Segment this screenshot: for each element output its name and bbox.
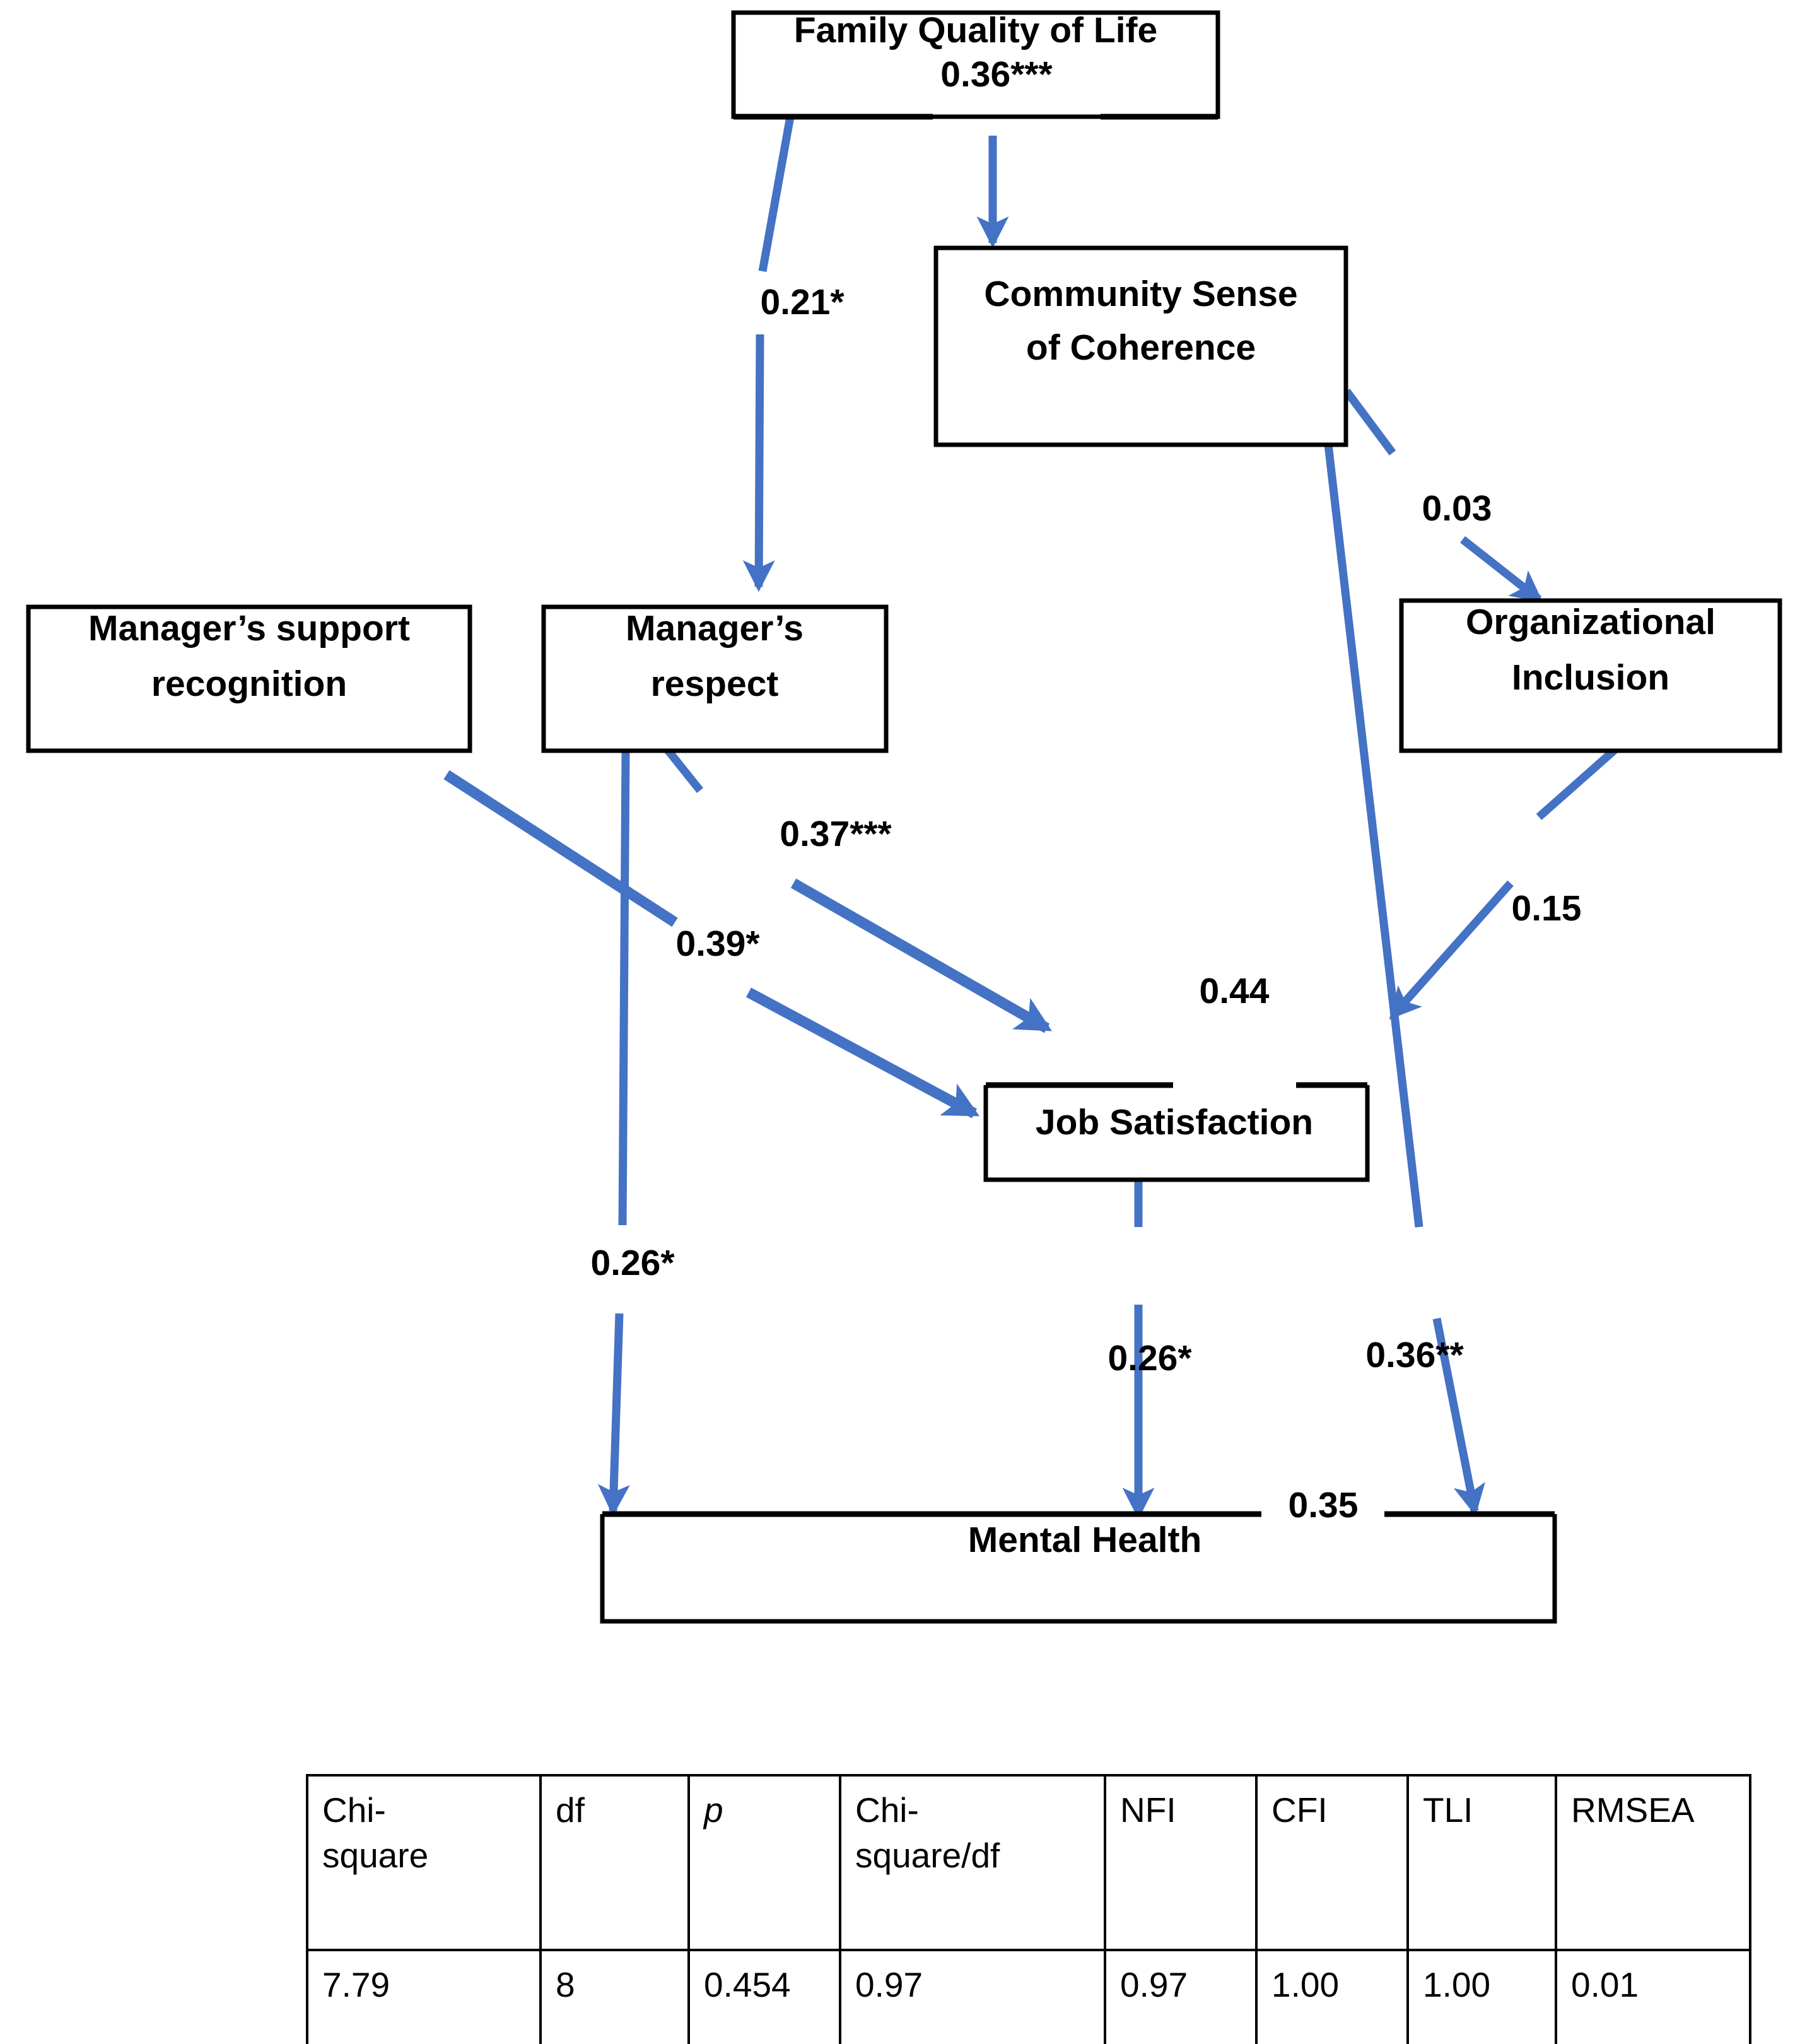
- variance-label-job-satisfaction: 0.44: [1200, 971, 1270, 1011]
- node-managers-support-recognition: Manager’s support recognition: [26, 604, 472, 753]
- path-csoc-to-inclusion-lower: [1459, 536, 1543, 603]
- node-label-organizational-inclusion-line1: Organizational: [1466, 602, 1716, 642]
- coefficient-label-inclusion-job-satisfaction: 0.15: [1512, 888, 1582, 929]
- table-cell-chi-square-value: 7.79: [306, 1949, 542, 2044]
- path-managers-respect-to-mental-health-lower: [597, 1313, 630, 1517]
- coefficient-label-job-satisfaction-mental-health: 0.26*: [1108, 1338, 1192, 1378]
- table-header-p: p: [687, 1774, 841, 1951]
- node-job-satisfaction: Job Satisfaction: [983, 1082, 1370, 1182]
- table-header-chi-square-df: Chi- square/df: [839, 1774, 1106, 1951]
- variance-label-mental-health: 0.35: [1289, 1485, 1359, 1525]
- coefficient-label-fql-managers-respect: 0.21*: [760, 282, 845, 322]
- table-header-chi-square: Chi- square: [306, 1774, 542, 1951]
- table-header-row: Chi- square df p Chi- square/df NFI CFI: [306, 1774, 1751, 1951]
- path-managers-respect-to-mental-health-upper: [618, 751, 630, 1226]
- node-label-support-recognition-line1: Manager’s support: [88, 608, 410, 649]
- table-cell-nfi-value: 0.97: [1104, 1949, 1258, 2044]
- table-cell-tli-value: 1.00: [1406, 1949, 1557, 2044]
- node-label-job-satisfaction: Job Satisfaction: [1036, 1102, 1313, 1142]
- path-inclusion-to-job-satisfaction-lower: [1389, 880, 1514, 1020]
- node-organizational-inclusion: Organizational Inclusion: [1399, 598, 1782, 753]
- table-header-chi-square-line1: Chi-: [322, 1790, 386, 1830]
- node-managers-respect: Manager’s respect: [541, 604, 889, 753]
- coefficient-label-support-recognition-job-satisfaction: 0.39*: [675, 924, 760, 964]
- path-fql-to-managers-respect: [758, 115, 795, 273]
- node-label-managers-respect-line2: respect: [651, 664, 779, 704]
- coefficient-label-fql-csoc: 0.36***: [940, 54, 1053, 95]
- model-fit-table: Chi- square df p Chi- square/df NFI CFI: [306, 1774, 1751, 2044]
- coefficient-label-managers-respect-job-satisfaction: 0.37***: [780, 814, 892, 854]
- path-inclusion-to-job-satisfaction-upper: [1536, 741, 1624, 820]
- table-value-row: 7.79 8 0.454 0.97 0.97 1.00 1.00 0.01: [306, 1949, 1751, 2044]
- path-csoc-to-mental-health-lower: [1432, 1317, 1485, 1517]
- path-support-recognition-to-job-satisfaction-upper: [443, 770, 678, 927]
- table-header-nfi: NFI: [1104, 1774, 1258, 1951]
- table-header-chi-square-df-line2: square/df: [855, 1835, 1000, 1875]
- table-header-chi-square-df-line1: Chi-: [855, 1790, 919, 1830]
- table-cell-chi-square-df-value: 0.97: [839, 1949, 1106, 2044]
- node-label-managers-respect-line1: Manager’s: [626, 608, 804, 649]
- path-managers-respect-to-job-satisfaction: [790, 878, 1052, 1033]
- node-label-family-quality-of-life: Family Quality of Life: [794, 10, 1157, 50]
- table-header-df: df: [539, 1774, 690, 1951]
- path-csoc-to-mental-health: [1324, 444, 1423, 1228]
- path-csoc-to-inclusion-upper: [1343, 389, 1396, 455]
- node-community-sense-of-coherence: Community Sense of Coherence: [933, 245, 1348, 447]
- table-cell-cfi-value: 1.00: [1255, 1949, 1409, 2044]
- table-cell-df-value: 8: [539, 1949, 690, 2044]
- table-header-rmsea: RMSEA: [1555, 1774, 1751, 1951]
- path-fql-to-managers-respect-lower: [742, 334, 775, 592]
- node-label-community-sense-line2: of Coherence: [1026, 327, 1256, 368]
- path-managers-respect-to-job-satisfaction-stub: [663, 746, 704, 794]
- table-header-chi-square-line2: square: [322, 1835, 429, 1875]
- coefficient-label-managers-respect-mental-health: 0.26*: [590, 1243, 675, 1283]
- node-label-community-sense-line1: Community Sense: [984, 274, 1297, 314]
- table-header-cfi: CFI: [1255, 1774, 1409, 1951]
- node-mental-health: Mental Health: [600, 1511, 1557, 1624]
- node-label-support-recognition-line2: recognition: [151, 664, 347, 704]
- node-label-organizational-inclusion-line2: Inclusion: [1512, 657, 1669, 698]
- table-cell-rmsea-value: 0.01: [1555, 1949, 1751, 2044]
- table-header-tli: TLI: [1406, 1774, 1557, 1951]
- node-label-mental-health: Mental Health: [968, 1520, 1202, 1560]
- node-family-quality-of-life: Family Quality of Life: [731, 10, 1220, 120]
- table-cell-p-value: 0.454: [687, 1949, 841, 2044]
- coefficient-label-csoc-inclusion: 0.03: [1422, 488, 1492, 529]
- path-support-recognition-to-job-satisfaction-lower: [745, 987, 980, 1119]
- coefficient-label-csoc-mental-health: 0.36**: [1365, 1335, 1464, 1375]
